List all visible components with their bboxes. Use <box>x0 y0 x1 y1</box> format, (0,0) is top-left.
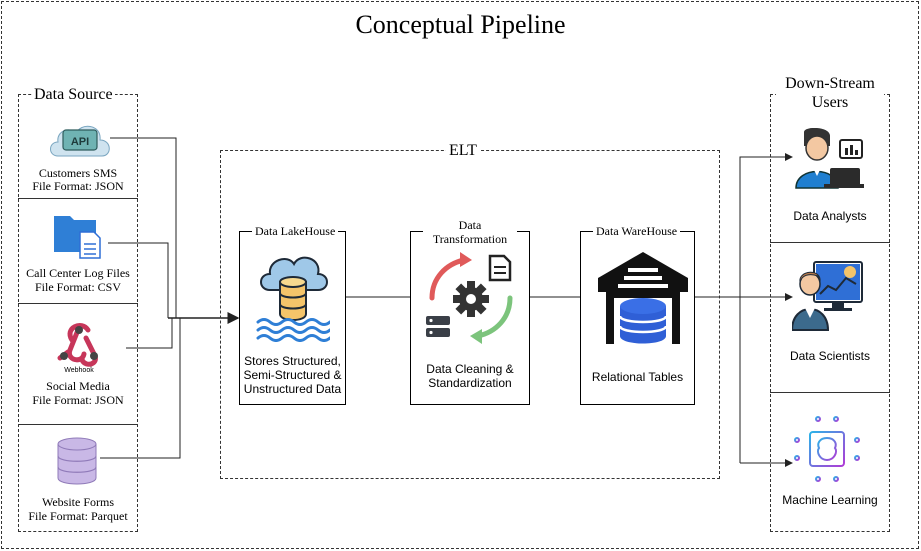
source-name: Call Center Log Files <box>26 266 130 280</box>
downstream-name: Machine Learning <box>782 493 878 507</box>
stage-title: Data WareHouse <box>593 224 681 239</box>
downstream-divider <box>770 392 890 393</box>
source-format: File Format: CSV <box>34 280 121 294</box>
svg-text:Webhook: Webhook <box>64 367 94 374</box>
stage-title: Data Transformation <box>423 218 517 246</box>
folder-document-icon <box>52 210 108 260</box>
webhook-icon: Webhook <box>52 318 106 374</box>
data-source-label: Data Source <box>32 86 115 104</box>
ml-chip-icon <box>792 414 862 484</box>
scientist-icon <box>790 260 864 332</box>
stage-desc: Standardization <box>428 376 512 390</box>
warehouse-icon <box>596 248 690 348</box>
stage-desc: Relational Tables <box>591 370 684 384</box>
data-lake-icon <box>256 252 332 342</box>
api-cloud-icon: API <box>46 114 114 164</box>
analyst-icon <box>794 127 864 190</box>
stage-title: Data LakeHouse <box>252 224 339 239</box>
source-format: File Format: JSON <box>32 179 124 193</box>
svg-text:API: API <box>71 136 89 148</box>
source-format: File Format: Parquet <box>28 509 128 523</box>
database-icon <box>56 436 98 486</box>
stage-desc: Semi-Structured & <box>243 368 342 382</box>
stage-desc: Data Cleaning & <box>426 362 514 376</box>
downstream-label: Down-Stream Users <box>776 74 884 112</box>
source-name: Customers SMS <box>38 166 118 180</box>
elt-label: ELT <box>446 142 480 160</box>
page-title: Conceptual Pipeline <box>355 10 566 39</box>
source-divider <box>18 303 138 304</box>
source-divider <box>18 424 138 425</box>
stage-desc: Unstructured Data <box>243 382 342 396</box>
downstream-name: Data Analysts <box>793 209 867 223</box>
source-format: File Format: JSON <box>32 393 124 407</box>
downstream-divider <box>770 242 890 243</box>
source-name: Website Forms <box>41 495 115 509</box>
downstream-name: Data Scientists <box>789 349 871 363</box>
transformation-gear-icon <box>424 252 518 346</box>
source-divider <box>18 198 138 199</box>
source-name: Social Media <box>46 379 110 393</box>
stage-desc: Stores Structured, <box>244 354 341 368</box>
